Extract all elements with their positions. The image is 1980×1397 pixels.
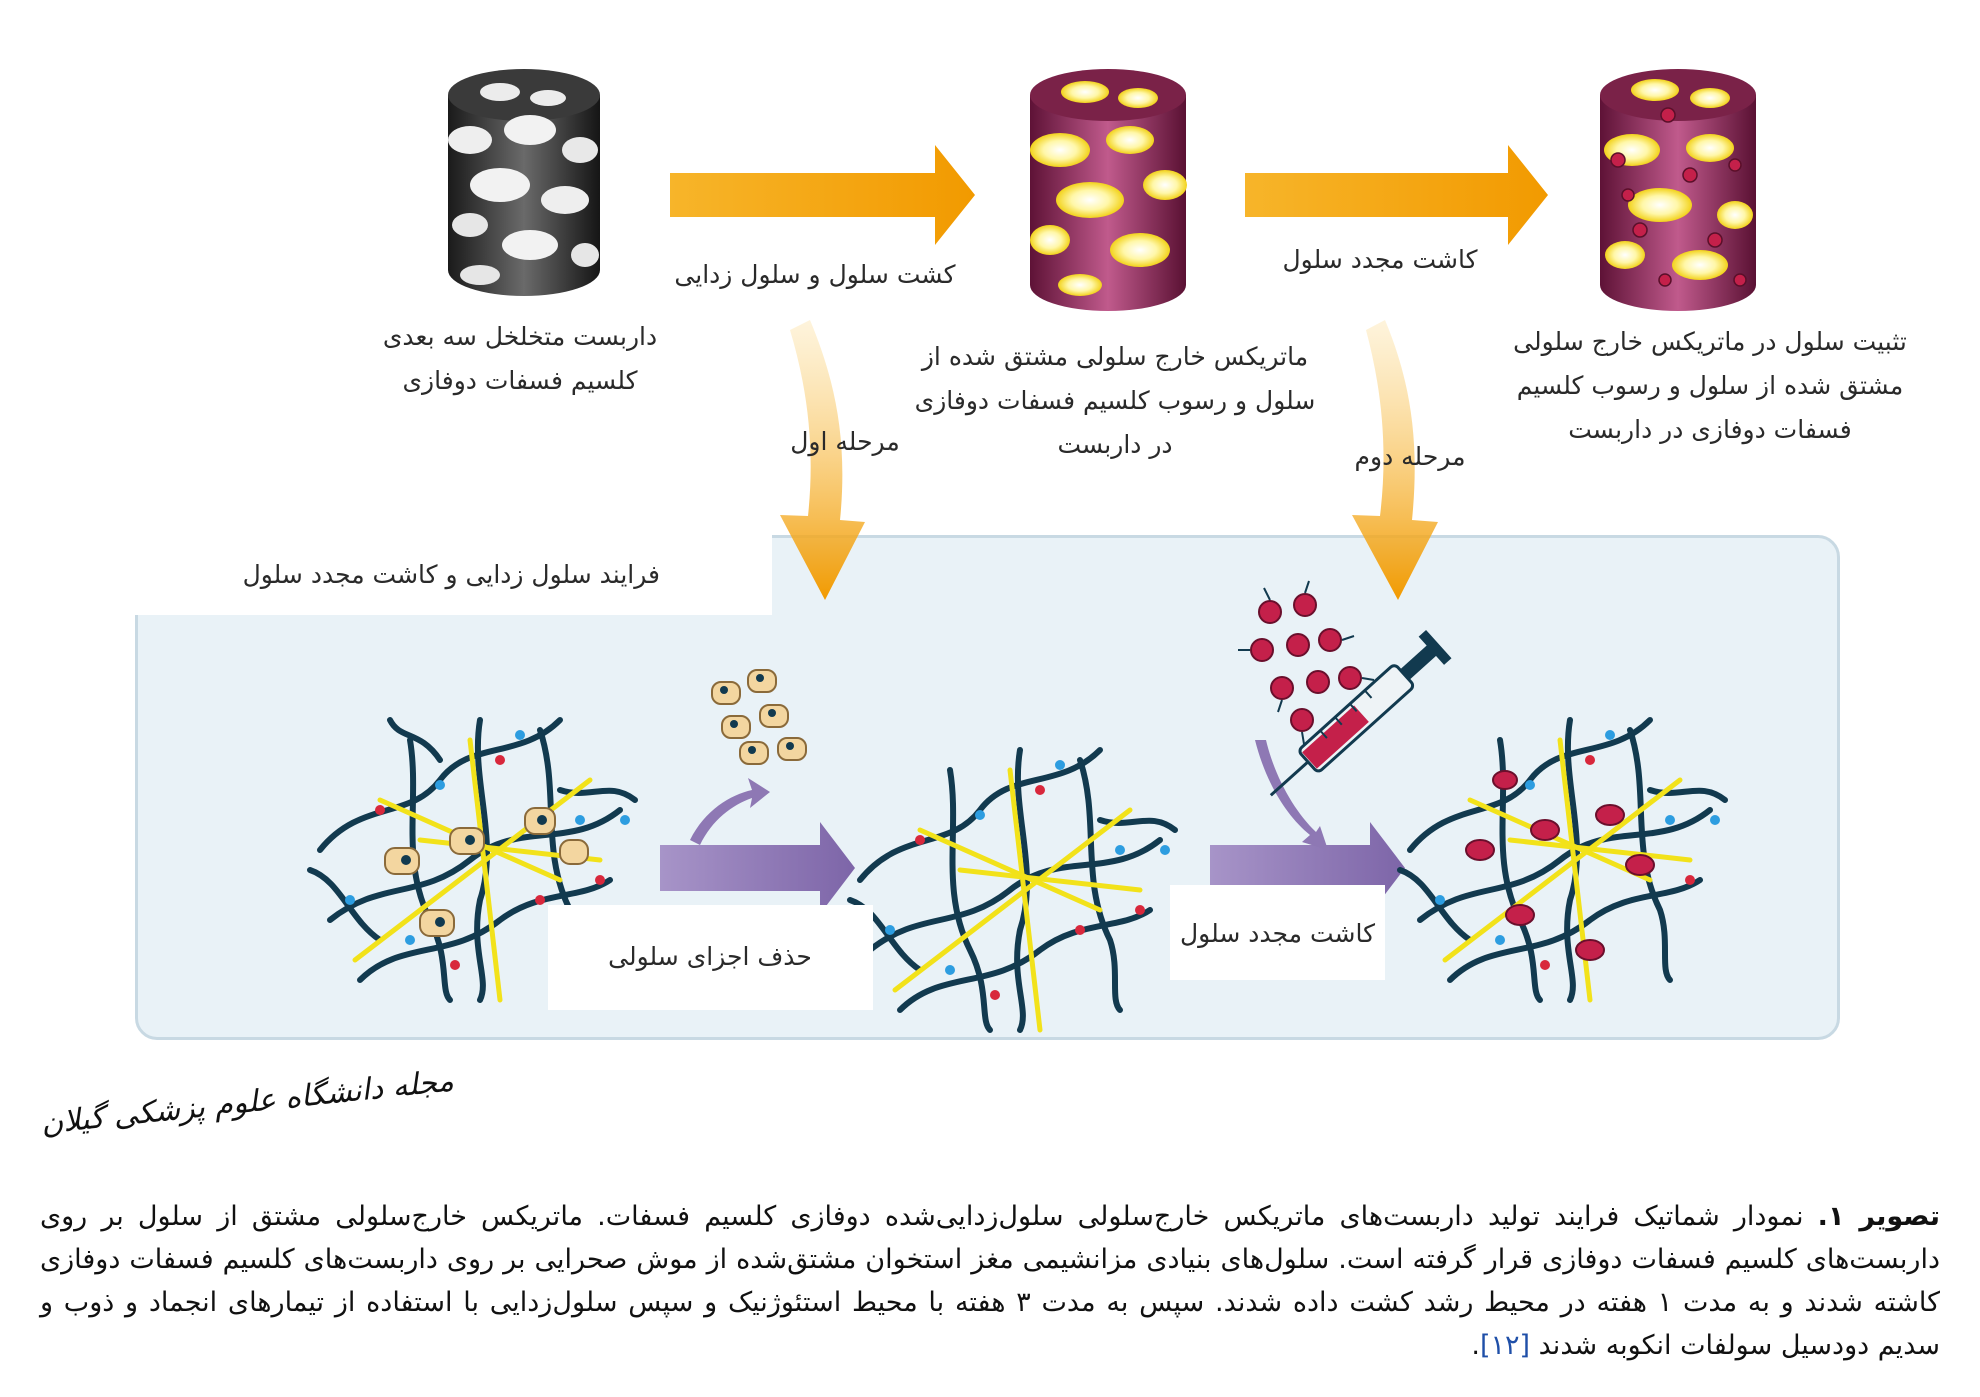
final-label-line2: مشتق شده از سلول و رسوب کلسیم xyxy=(1516,371,1904,400)
matrix-label: ماتریکس خارج سلولی مشتق شده از سلول و رس… xyxy=(905,335,1325,467)
injection-curve-arrow xyxy=(1255,740,1328,850)
stage1-down-arrow xyxy=(780,320,865,600)
matrix-label-line3: در داربست xyxy=(1057,430,1173,459)
caption-text: نمودار شماتیک فرایند تولید داربست‌های ما… xyxy=(40,1201,1940,1361)
step1-arrow-label: کشت سلول و سلول زدایی xyxy=(674,260,956,289)
reseeded-fiber-network xyxy=(1397,717,1728,1003)
caption-reference-link[interactable]: [۱۲] xyxy=(1479,1330,1531,1361)
syringe-icon xyxy=(1269,629,1452,797)
process-panel xyxy=(135,535,1840,1040)
reseed-label: کاشت مجدد سلول xyxy=(1180,919,1375,948)
step2-arrow-label: کاشت مجدد سلول xyxy=(1282,245,1478,274)
scaffold-label-line1: داربست متخلخل سه بعدی xyxy=(382,322,658,351)
removed-cells-curve-arrow xyxy=(690,778,770,845)
caption-lead: تصویر ۱. xyxy=(1817,1201,1940,1232)
scaffold-label-line2: کلسیم فسفات دوفازی xyxy=(402,366,638,395)
final-label: تثبیت سلول در ماتریکس خارج سلولی مشتق شد… xyxy=(1500,320,1920,452)
porous-scaffold-cylinder xyxy=(448,69,600,296)
figure-caption: تصویر ۱. نمودار شماتیک فرایند تولید دارب… xyxy=(40,1195,1940,1367)
final-label-line3: فسفات دوفازی در داربست xyxy=(1568,415,1852,444)
caption-end: . xyxy=(1471,1330,1480,1361)
reseed-label-box xyxy=(1170,885,1385,980)
stage2-label: مرحله دوم xyxy=(1354,442,1466,471)
stem-cells-cluster xyxy=(1238,580,1375,745)
remove-cells-arrow xyxy=(660,822,855,914)
panel-title: فرایند سلول زدایی و کاشت مجدد سلول xyxy=(242,560,660,589)
step1-arrow xyxy=(670,145,975,245)
fiber-network-with-cells xyxy=(307,717,638,1003)
panel-title-area xyxy=(120,480,772,615)
stage1-label: مرحله اول xyxy=(790,427,900,456)
stage2-down-arrow xyxy=(1352,320,1438,600)
step2-arrow xyxy=(1245,145,1548,245)
ecm-cylinder xyxy=(1030,69,1187,311)
remove-label-box xyxy=(548,905,873,1010)
reseeded-cylinder xyxy=(1600,69,1756,311)
scaffold-label: داربست متخلخل سه بعدی کلسیم فسفات دوفازی xyxy=(340,315,700,403)
matrix-label-line1: ماتریکس خارج سلولی مشتق شده از xyxy=(921,342,1309,371)
matrix-label-line2: سلول و رسوب کلسیم فسفات دوفازی xyxy=(914,386,1316,415)
final-label-line1: تثبیت سلول در ماتریکس خارج سلولی xyxy=(1513,327,1907,356)
remove-label: حذف اجزای سلولی xyxy=(608,942,812,971)
decellularized-fiber-network xyxy=(847,747,1178,1033)
removed-cells-cluster xyxy=(711,669,807,765)
